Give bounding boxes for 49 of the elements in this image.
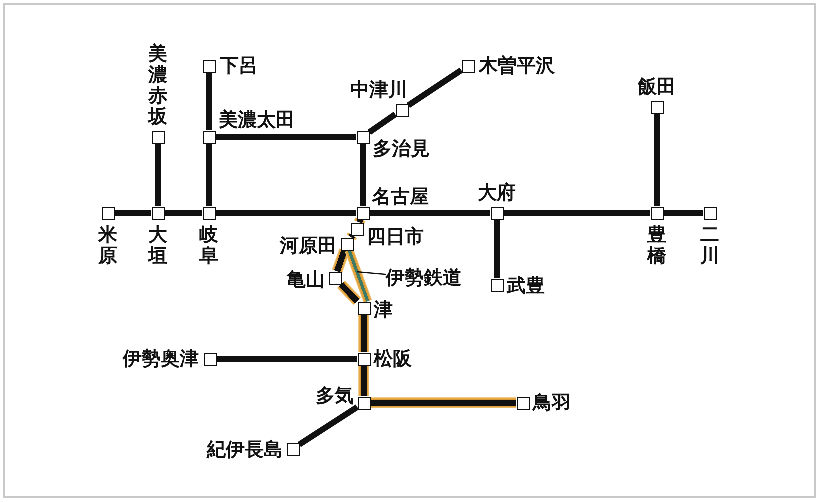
railway-line [654,114,660,206]
station-name: 鳥羽 [533,392,571,414]
railway-line [370,398,516,408]
station-name: 大府 [478,183,516,204]
leader-line [356,271,386,276]
railway-line [358,314,370,352]
station-name: 下呂 [220,56,258,76]
station-name: 多気 [316,386,354,406]
station-name: 二川 [700,225,720,267]
station-name: 米原 [98,225,118,267]
railway-line [368,112,398,135]
railway-line [664,210,704,216]
station-name: 四日市 [367,226,424,248]
station-name: 飯田 [638,77,676,98]
station-name: 津 [374,300,393,320]
railway-line [370,210,490,216]
station-name: 名古屋 [372,186,429,208]
railway-line [216,134,356,140]
station-name: 亀山 [287,270,325,290]
railway-line [360,144,366,206]
station-name: 中津川 [350,80,408,101]
station-name: 河原田 [280,236,337,256]
railway-line [345,248,372,304]
line-name: 伊勢鉄道 [386,268,462,288]
railway-line [494,220,500,278]
railway-line [216,210,356,216]
station-name: 大垣 [148,225,168,267]
railway-line [114,210,152,216]
station-name: 伊勢奥津 [123,348,199,370]
railway-line [346,232,358,241]
station-name: 豊橋 [648,225,666,267]
railway-line [298,404,360,448]
railway-line [164,210,202,216]
railway-line [206,144,212,206]
railway-line [358,366,370,396]
railway-line [155,144,161,206]
railway-line [216,356,358,362]
railway-line [406,68,464,108]
station-name: 紀伊長島 [207,440,283,460]
station-name: 武豊 [507,276,545,296]
railway-line [504,210,650,216]
station-name: 松阪 [374,348,412,370]
station-name: 美濃太田 [219,110,295,130]
station-name: 岐阜 [200,225,218,267]
railway-line [206,72,212,130]
station-name: 多治見 [373,138,430,160]
station-name: 木曽平沢 [479,56,555,76]
station-name: 美濃赤坂 [148,44,168,128]
railway-line [332,248,350,274]
